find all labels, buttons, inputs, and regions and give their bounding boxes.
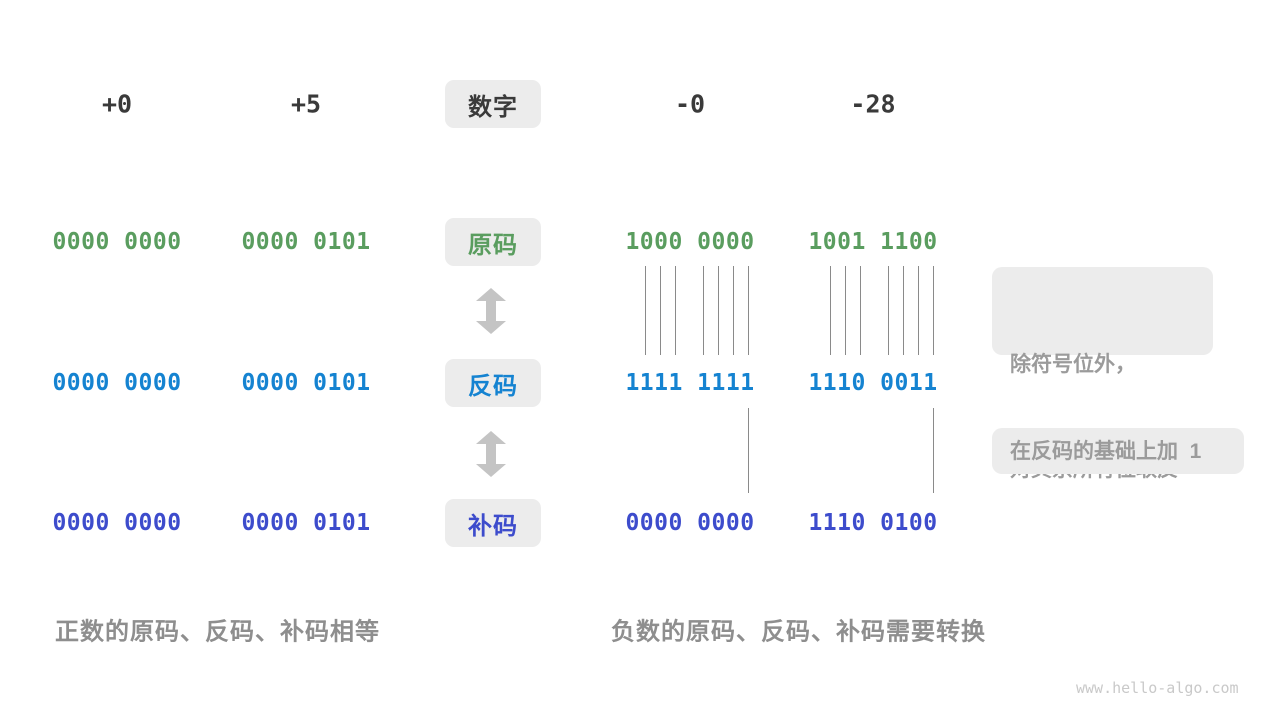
add-one-line [933, 408, 934, 493]
header-label-box: 数字 [445, 80, 541, 128]
twos-complement-value-plus5: 0000 0101 [241, 510, 371, 536]
bit-flip-line [860, 266, 861, 355]
ones-complement-label: 反码 [468, 372, 518, 400]
updown-arrow-icon [476, 431, 506, 477]
bit-flip-line [718, 266, 719, 355]
ones-complement-label-box: 反码 [445, 359, 541, 407]
header-value-minus28: -28 [850, 89, 896, 119]
bit-flip-line [888, 266, 889, 355]
negative-caption: 负数的原码、反码、补码需要转换 [611, 618, 986, 646]
ones-complement-value-minus28: 1110 0011 [808, 370, 938, 396]
watermark: www.hello-algo.com [1076, 679, 1239, 697]
bit-flip-line [645, 266, 646, 355]
bit-flip-line [918, 266, 919, 355]
sign-magnitude-value-plus0: 0000 0000 [52, 229, 182, 255]
header-value-plus5: +5 [290, 89, 322, 119]
bit-flip-line [660, 266, 661, 355]
add-one-note-text: 在反码的基础上加 1 [1010, 439, 1202, 463]
sign-magnitude-value-minus28: 1001 1100 [808, 229, 938, 255]
ones-complement-value-minus0: 1111 1111 [625, 370, 755, 396]
sign-magnitude-value-minus0: 1000 0000 [625, 229, 755, 255]
bit-flip-line [845, 266, 846, 355]
twos-complement-value-minus28: 1110 0100 [808, 510, 938, 536]
header-label: 数字 [468, 93, 518, 121]
twos-complement-label-box: 补码 [445, 499, 541, 547]
bit-flip-line [830, 266, 831, 355]
invert-bits-note-line1: 除符号位外， [1010, 353, 1136, 376]
twos-complement-value-plus0: 0000 0000 [52, 510, 182, 536]
bit-flip-line [733, 266, 734, 355]
updown-arrow-icon [476, 288, 506, 334]
bit-flip-line [748, 266, 749, 355]
header-value-plus0: +0 [101, 89, 133, 119]
twos-complement-value-minus0: 0000 0000 [625, 510, 755, 536]
ones-complement-value-plus5: 0000 0101 [241, 370, 371, 396]
bit-flip-line [703, 266, 704, 355]
sign-magnitude-label-box: 原码 [445, 218, 541, 266]
add-one-note: 在反码的基础上加 1 [992, 428, 1244, 474]
header-value-minus0: -0 [674, 89, 706, 119]
positive-caption: 正数的原码、反码、补码相等 [55, 618, 380, 646]
invert-bits-note: 除符号位外， 对其余所有位取反 [992, 267, 1213, 481]
bit-flip-line [933, 266, 934, 355]
twos-complement-label: 补码 [468, 512, 518, 540]
sign-magnitude-label: 原码 [468, 231, 518, 259]
add-one-line [748, 408, 749, 493]
bit-flip-line [675, 266, 676, 355]
sign-magnitude-value-plus5: 0000 0101 [241, 229, 371, 255]
bit-flip-line [903, 266, 904, 355]
ones-complement-value-plus0: 0000 0000 [52, 370, 182, 396]
